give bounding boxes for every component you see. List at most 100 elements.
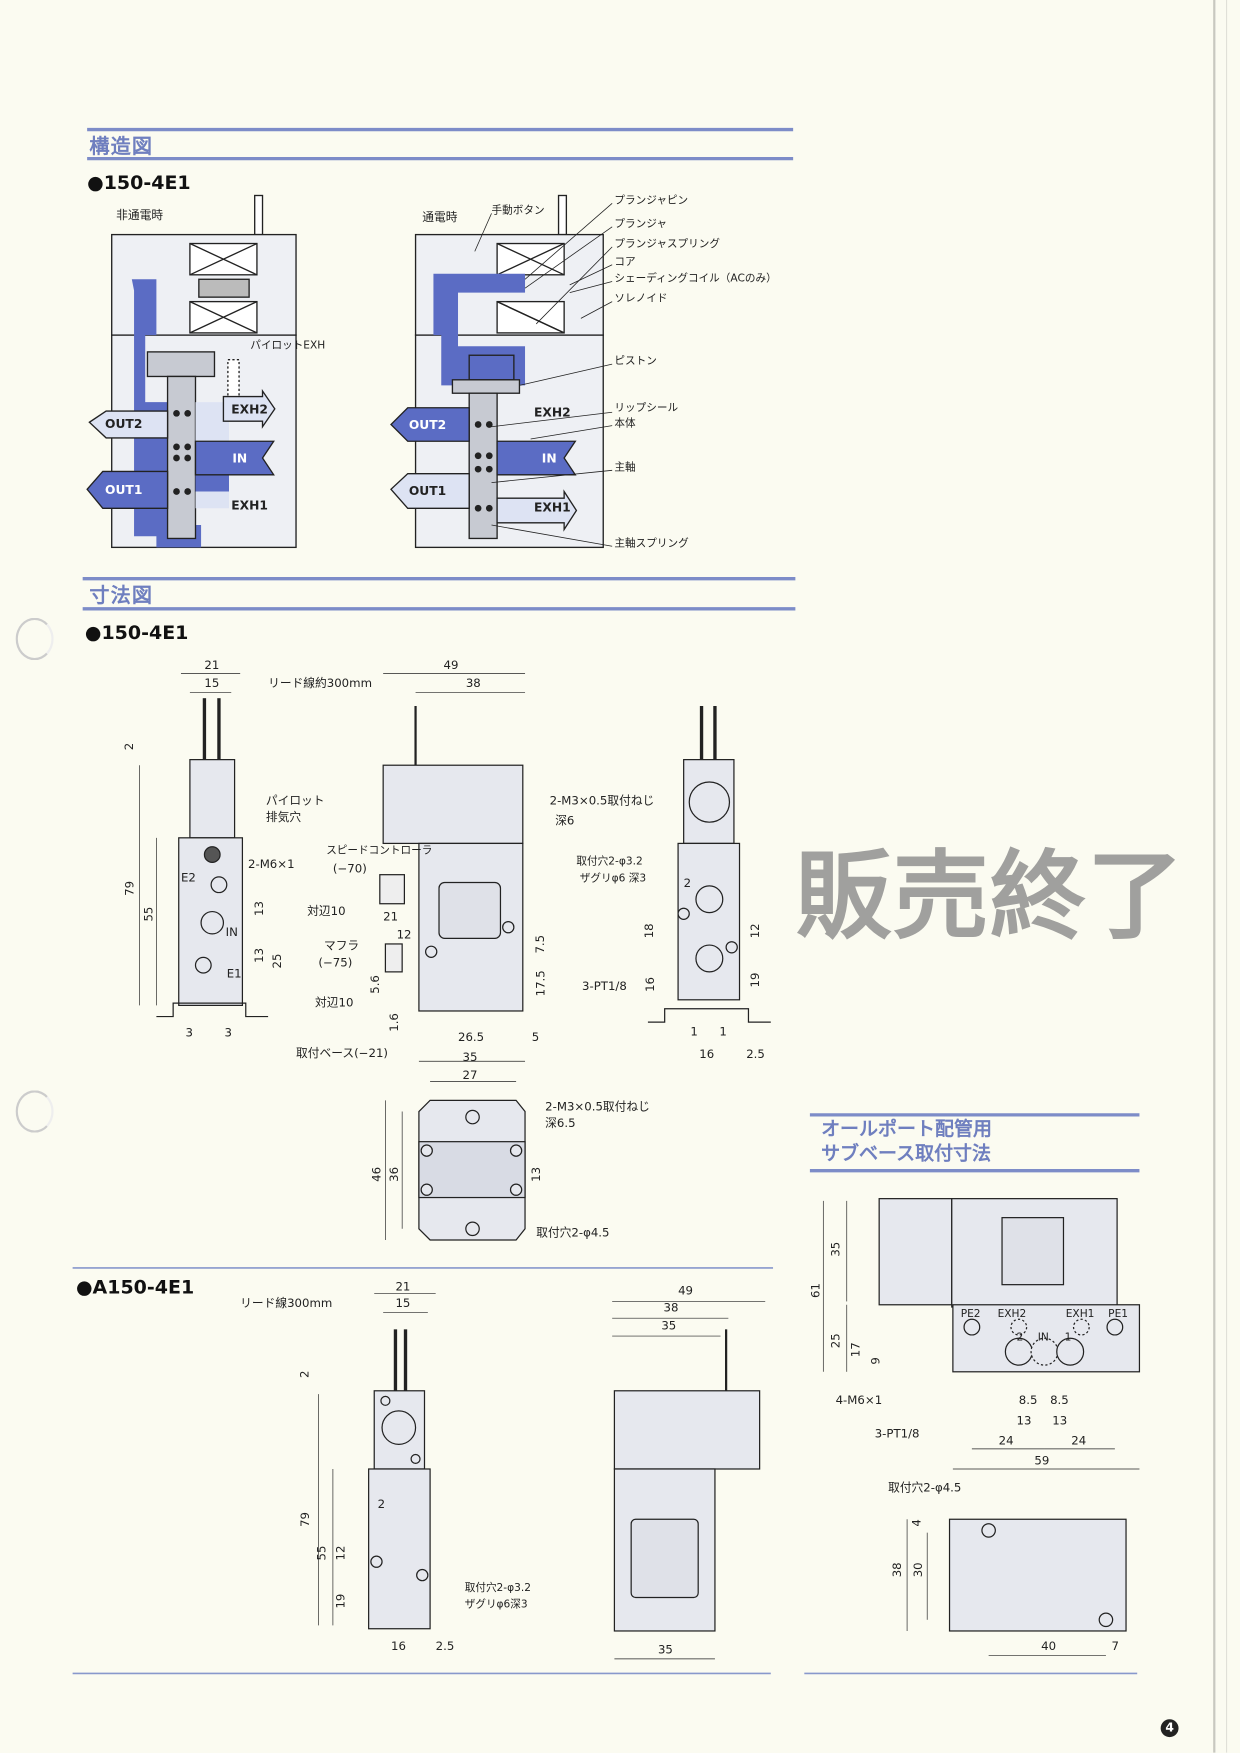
- dim-label: 19: [334, 1593, 348, 1609]
- dim-label: 2-M6×1: [247, 857, 295, 872]
- dim-label: 2: [377, 1498, 386, 1512]
- dim-drawing-150: [156, 698, 771, 1241]
- dim-label: 21: [395, 1280, 411, 1294]
- dim-label: 13: [252, 901, 267, 916]
- subbase-title-line: オールポート配管用: [821, 1118, 992, 1141]
- dim-label: 8.5: [1050, 1394, 1069, 1408]
- port-label: EXH2: [997, 1308, 1027, 1321]
- dim-label: 49: [678, 1284, 694, 1299]
- section-title-dimensions: 寸法図: [89, 584, 154, 608]
- dim-label: 12: [748, 923, 763, 939]
- dim-label: 2.5: [746, 1047, 765, 1062]
- dim-label: 2-M3×0.5取付ねじ: [549, 794, 655, 808]
- dim-label: 対辺10: [307, 904, 346, 919]
- port-label: 2: [1016, 1331, 1024, 1344]
- dim-label: IN: [225, 926, 238, 940]
- dim-label: 3: [224, 1026, 233, 1041]
- dim-label: 38: [890, 1562, 905, 1578]
- port-label: IN: [232, 451, 248, 466]
- model-title: ●A150-4E1: [75, 1276, 195, 1300]
- port-label: OUT2: [408, 417, 447, 433]
- dim-label: 4: [910, 1519, 924, 1527]
- dim-label: 24: [1071, 1434, 1087, 1448]
- dim-label: 1.6: [387, 1013, 402, 1032]
- dim-label: 12: [396, 928, 412, 942]
- dim-label: パイロット: [265, 794, 325, 808]
- port-label: EXH1: [533, 500, 571, 515]
- dim-label: 16: [390, 1639, 406, 1654]
- dim-label: 79: [298, 1512, 313, 1528]
- dim-label: マフラ: [323, 939, 360, 953]
- dim-label: スピードコントローラ: [326, 844, 433, 857]
- dim-label: 55: [142, 906, 156, 922]
- section-rules: [82, 127, 1140, 1173]
- dim-label: 25: [270, 953, 285, 969]
- dim-label: 24: [998, 1434, 1014, 1448]
- dim-label: 61: [809, 1283, 823, 1299]
- dim-label: 5: [531, 1031, 540, 1045]
- dim-label: 27: [462, 1069, 478, 1083]
- cross-section-deenergized: [86, 194, 297, 549]
- binder-hole: [15, 1090, 54, 1133]
- port-label: EXH2: [533, 405, 571, 421]
- dim-label: 13: [252, 947, 267, 963]
- state-label: 通電時: [422, 211, 458, 225]
- part-label: プランジャピン: [614, 194, 689, 207]
- binder-hole: [15, 617, 54, 661]
- dim-label: 46: [370, 1166, 384, 1182]
- dim-label: 19: [748, 972, 763, 988]
- dim-label: 深6: [555, 814, 575, 828]
- dim-label: 13: [529, 1166, 544, 1182]
- dim-label: 16: [699, 1047, 715, 1062]
- dim-label: 12: [334, 1545, 348, 1561]
- part-label: コア: [614, 255, 636, 269]
- dim-label: 35: [657, 1643, 673, 1657]
- dim-label: 3: [185, 1026, 193, 1041]
- port-label: 1: [1064, 1331, 1072, 1344]
- dim-label: 8.5: [1018, 1394, 1038, 1408]
- dim-label: 40: [1041, 1639, 1057, 1654]
- dim-label: 25: [829, 1333, 843, 1349]
- port-label: PE1: [1108, 1308, 1129, 1321]
- page-number: 4: [1160, 1719, 1179, 1738]
- dim-label: 9: [869, 1357, 883, 1365]
- port-label: PE2: [960, 1308, 981, 1321]
- dim-label: E2: [180, 871, 196, 885]
- dim-label: 深6.5: [545, 1117, 576, 1131]
- dim-label: 取付穴2-φ3.2: [576, 855, 643, 868]
- subbase-title-line: サブベース取付寸法: [821, 1142, 992, 1166]
- dim-label: 18: [642, 923, 657, 939]
- dim-label: 13: [1052, 1414, 1068, 1428]
- part-label: 手動ボタン: [491, 204, 545, 217]
- part-label: シェーディングコイル（ACのみ）: [614, 272, 777, 285]
- port-label: OUT2: [105, 416, 143, 432]
- dim-label: 15: [395, 1296, 411, 1311]
- dim-label: 対辺10: [315, 996, 354, 1010]
- dim-label: E1: [226, 967, 242, 981]
- dim-label: 3-PT1/8: [874, 1427, 920, 1442]
- port-label: OUT1: [408, 483, 447, 499]
- dim-label: 16: [643, 976, 658, 992]
- dim-label: 2.5: [435, 1639, 455, 1654]
- dim-label: 30: [912, 1562, 926, 1578]
- dim-label: 49: [443, 659, 459, 673]
- dim-label: 排気穴: [265, 811, 302, 825]
- dim-label: 2: [122, 742, 137, 751]
- dim-label: 取付穴2-φ3.2: [464, 1581, 532, 1595]
- dim-label: 2: [298, 1370, 312, 1379]
- state-label: 非通電時: [116, 208, 164, 223]
- cross-section-energized: [390, 194, 613, 549]
- dim-label: 取付穴2-φ4.5: [888, 1481, 962, 1495]
- dim-label: (−75): [318, 956, 353, 970]
- section-title-structure: 構造図: [89, 135, 154, 159]
- port-label: OUT1: [105, 482, 143, 498]
- dim-label: 35: [661, 1319, 677, 1333]
- dim-label: 2-M3×0.5取付ねじ: [545, 1100, 650, 1114]
- model-title: ●150-4E1: [84, 622, 189, 645]
- port-label: EXH2: [231, 402, 268, 417]
- lead-wire-label: リード線約300mm: [268, 676, 372, 691]
- model-title: ●150-4E1: [87, 172, 191, 195]
- part-label: 主軸スプリング: [614, 537, 689, 550]
- dim-label: 5.6: [368, 975, 383, 994]
- dim-label: 79: [123, 880, 137, 896]
